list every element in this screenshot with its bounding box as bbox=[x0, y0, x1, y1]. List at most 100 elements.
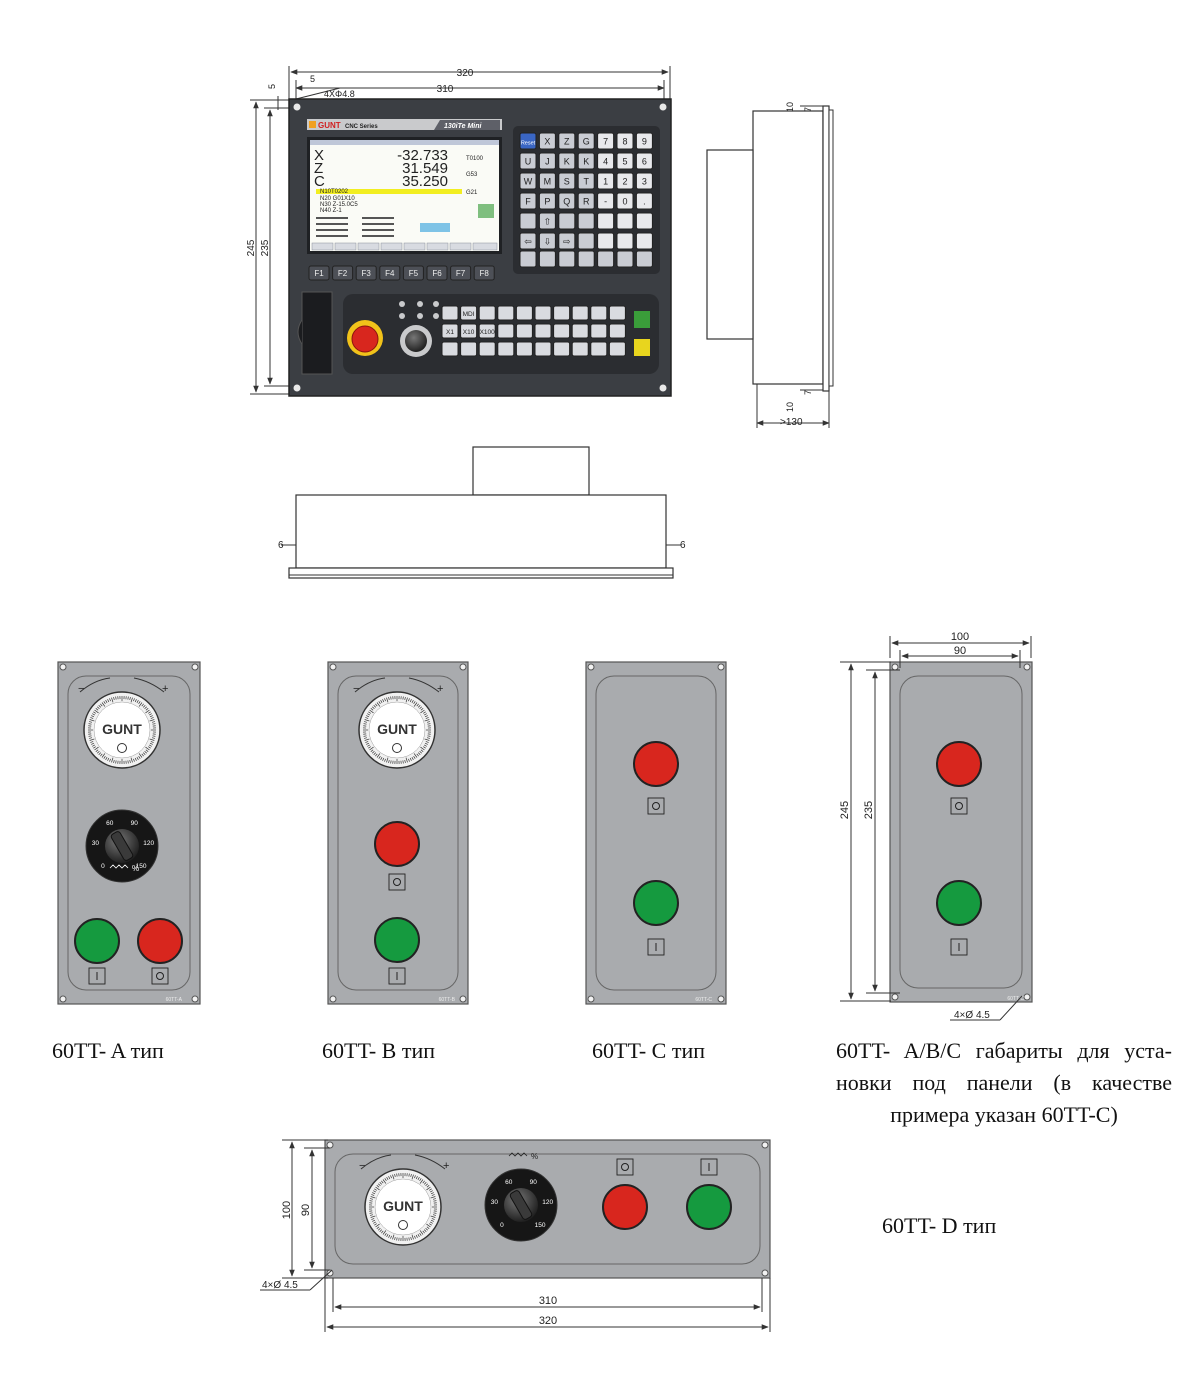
keypad-key[interactable] bbox=[597, 172, 615, 190]
function-key[interactable] bbox=[402, 265, 424, 281]
keypad-key[interactable] bbox=[597, 212, 615, 230]
function-key[interactable] bbox=[450, 265, 472, 281]
cycle-stop-button[interactable] bbox=[374, 821, 420, 867]
keypad-key[interactable] bbox=[538, 172, 556, 190]
keypad-key[interactable] bbox=[635, 232, 653, 250]
operation-key[interactable] bbox=[608, 305, 626, 321]
keypad-key[interactable] bbox=[558, 132, 576, 150]
cycle-stop-button[interactable] bbox=[602, 1184, 648, 1230]
keypad-key[interactable] bbox=[519, 192, 537, 210]
cycle-stop-button[interactable] bbox=[137, 918, 183, 964]
operation-key[interactable] bbox=[478, 341, 496, 357]
operation-key[interactable] bbox=[441, 323, 459, 339]
operation-key[interactable] bbox=[497, 323, 515, 339]
keypad-key[interactable] bbox=[558, 192, 576, 210]
keypad-key[interactable] bbox=[597, 192, 615, 210]
cycle-stop-button[interactable] bbox=[633, 741, 679, 787]
keypad-key[interactable] bbox=[616, 192, 634, 210]
keypad-key[interactable] bbox=[597, 232, 615, 250]
operation-key[interactable] bbox=[534, 323, 552, 339]
keypad-key[interactable] bbox=[597, 152, 615, 170]
page-key[interactable] bbox=[635, 250, 653, 268]
cycle-stop-button[interactable] bbox=[936, 741, 982, 787]
keypad-key[interactable] bbox=[635, 152, 653, 170]
keypad-key[interactable] bbox=[597, 132, 615, 150]
operation-key[interactable] bbox=[460, 323, 478, 339]
keypad-key[interactable] bbox=[519, 232, 537, 250]
function-key[interactable] bbox=[379, 265, 401, 281]
function-key[interactable] bbox=[426, 265, 448, 281]
keypad-key[interactable] bbox=[519, 172, 537, 190]
keypad-key[interactable] bbox=[616, 232, 634, 250]
keypad-key[interactable] bbox=[519, 152, 537, 170]
keypad-key[interactable] bbox=[538, 232, 556, 250]
operation-key[interactable] bbox=[534, 305, 552, 321]
keypad-key[interactable] bbox=[519, 212, 537, 230]
keypad-key[interactable] bbox=[616, 212, 634, 230]
cycle-start-button[interactable] bbox=[634, 311, 650, 328]
keypad-key[interactable] bbox=[538, 192, 556, 210]
cycle-start-button[interactable] bbox=[633, 880, 679, 926]
operation-key[interactable] bbox=[590, 341, 608, 357]
keypad-key[interactable] bbox=[616, 172, 634, 190]
keypad-key[interactable] bbox=[538, 152, 556, 170]
cycle-start-button[interactable] bbox=[686, 1184, 732, 1230]
operation-key[interactable] bbox=[534, 341, 552, 357]
operation-key[interactable] bbox=[590, 305, 608, 321]
cycle-start-button[interactable] bbox=[374, 917, 420, 963]
keypad-key[interactable] bbox=[558, 152, 576, 170]
function-key[interactable] bbox=[332, 265, 354, 281]
operation-key[interactable] bbox=[478, 323, 496, 339]
operation-key[interactable] bbox=[497, 305, 515, 321]
operation-key[interactable] bbox=[590, 323, 608, 339]
keypad-key[interactable] bbox=[577, 132, 595, 150]
operation-key[interactable] bbox=[515, 305, 533, 321]
keypad-key[interactable] bbox=[577, 212, 595, 230]
keypad-key[interactable] bbox=[577, 152, 595, 170]
keypad-key[interactable] bbox=[538, 132, 556, 150]
feed-hold-button[interactable] bbox=[634, 339, 650, 356]
function-key[interactable] bbox=[355, 265, 377, 281]
page-key[interactable] bbox=[616, 250, 634, 268]
operation-key[interactable] bbox=[460, 341, 478, 357]
keypad-key[interactable] bbox=[635, 192, 653, 210]
keypad-key[interactable] bbox=[635, 132, 653, 150]
page-key[interactable] bbox=[577, 250, 595, 268]
operation-key[interactable] bbox=[515, 341, 533, 357]
keypad-key[interactable] bbox=[577, 192, 595, 210]
keypad-key[interactable] bbox=[635, 172, 653, 190]
emergency-stop-button[interactable] bbox=[351, 325, 379, 353]
cycle-start-button[interactable] bbox=[74, 918, 120, 964]
operation-key[interactable] bbox=[553, 305, 571, 321]
keypad-key[interactable] bbox=[635, 212, 653, 230]
keypad-key[interactable] bbox=[558, 212, 576, 230]
operation-key[interactable] bbox=[571, 305, 589, 321]
operation-key[interactable] bbox=[553, 341, 571, 357]
keypad-key[interactable] bbox=[558, 172, 576, 190]
page-key[interactable] bbox=[597, 250, 615, 268]
cycle-start-button[interactable] bbox=[936, 880, 982, 926]
operation-key[interactable] bbox=[553, 323, 571, 339]
operation-key[interactable] bbox=[478, 305, 496, 321]
page-key[interactable] bbox=[558, 250, 576, 268]
function-key[interactable] bbox=[308, 265, 330, 281]
keypad-key[interactable] bbox=[577, 172, 595, 190]
operation-key[interactable] bbox=[608, 341, 626, 357]
spindle-override-knob[interactable] bbox=[405, 330, 427, 352]
operation-key[interactable] bbox=[571, 323, 589, 339]
keypad-key[interactable] bbox=[616, 132, 634, 150]
keypad-key[interactable] bbox=[538, 212, 556, 230]
operation-key[interactable] bbox=[608, 323, 626, 339]
function-key[interactable] bbox=[473, 265, 495, 281]
operation-key[interactable] bbox=[441, 341, 459, 357]
operation-key[interactable] bbox=[460, 305, 478, 321]
page-key[interactable] bbox=[538, 250, 556, 268]
keypad-key[interactable] bbox=[558, 232, 576, 250]
keypad-key[interactable] bbox=[616, 152, 634, 170]
operation-key[interactable] bbox=[515, 323, 533, 339]
page-key[interactable] bbox=[519, 250, 537, 268]
operation-key[interactable] bbox=[441, 305, 459, 321]
keypad-key[interactable] bbox=[577, 232, 595, 250]
operation-key[interactable] bbox=[571, 341, 589, 357]
keypad-key[interactable] bbox=[519, 132, 537, 150]
